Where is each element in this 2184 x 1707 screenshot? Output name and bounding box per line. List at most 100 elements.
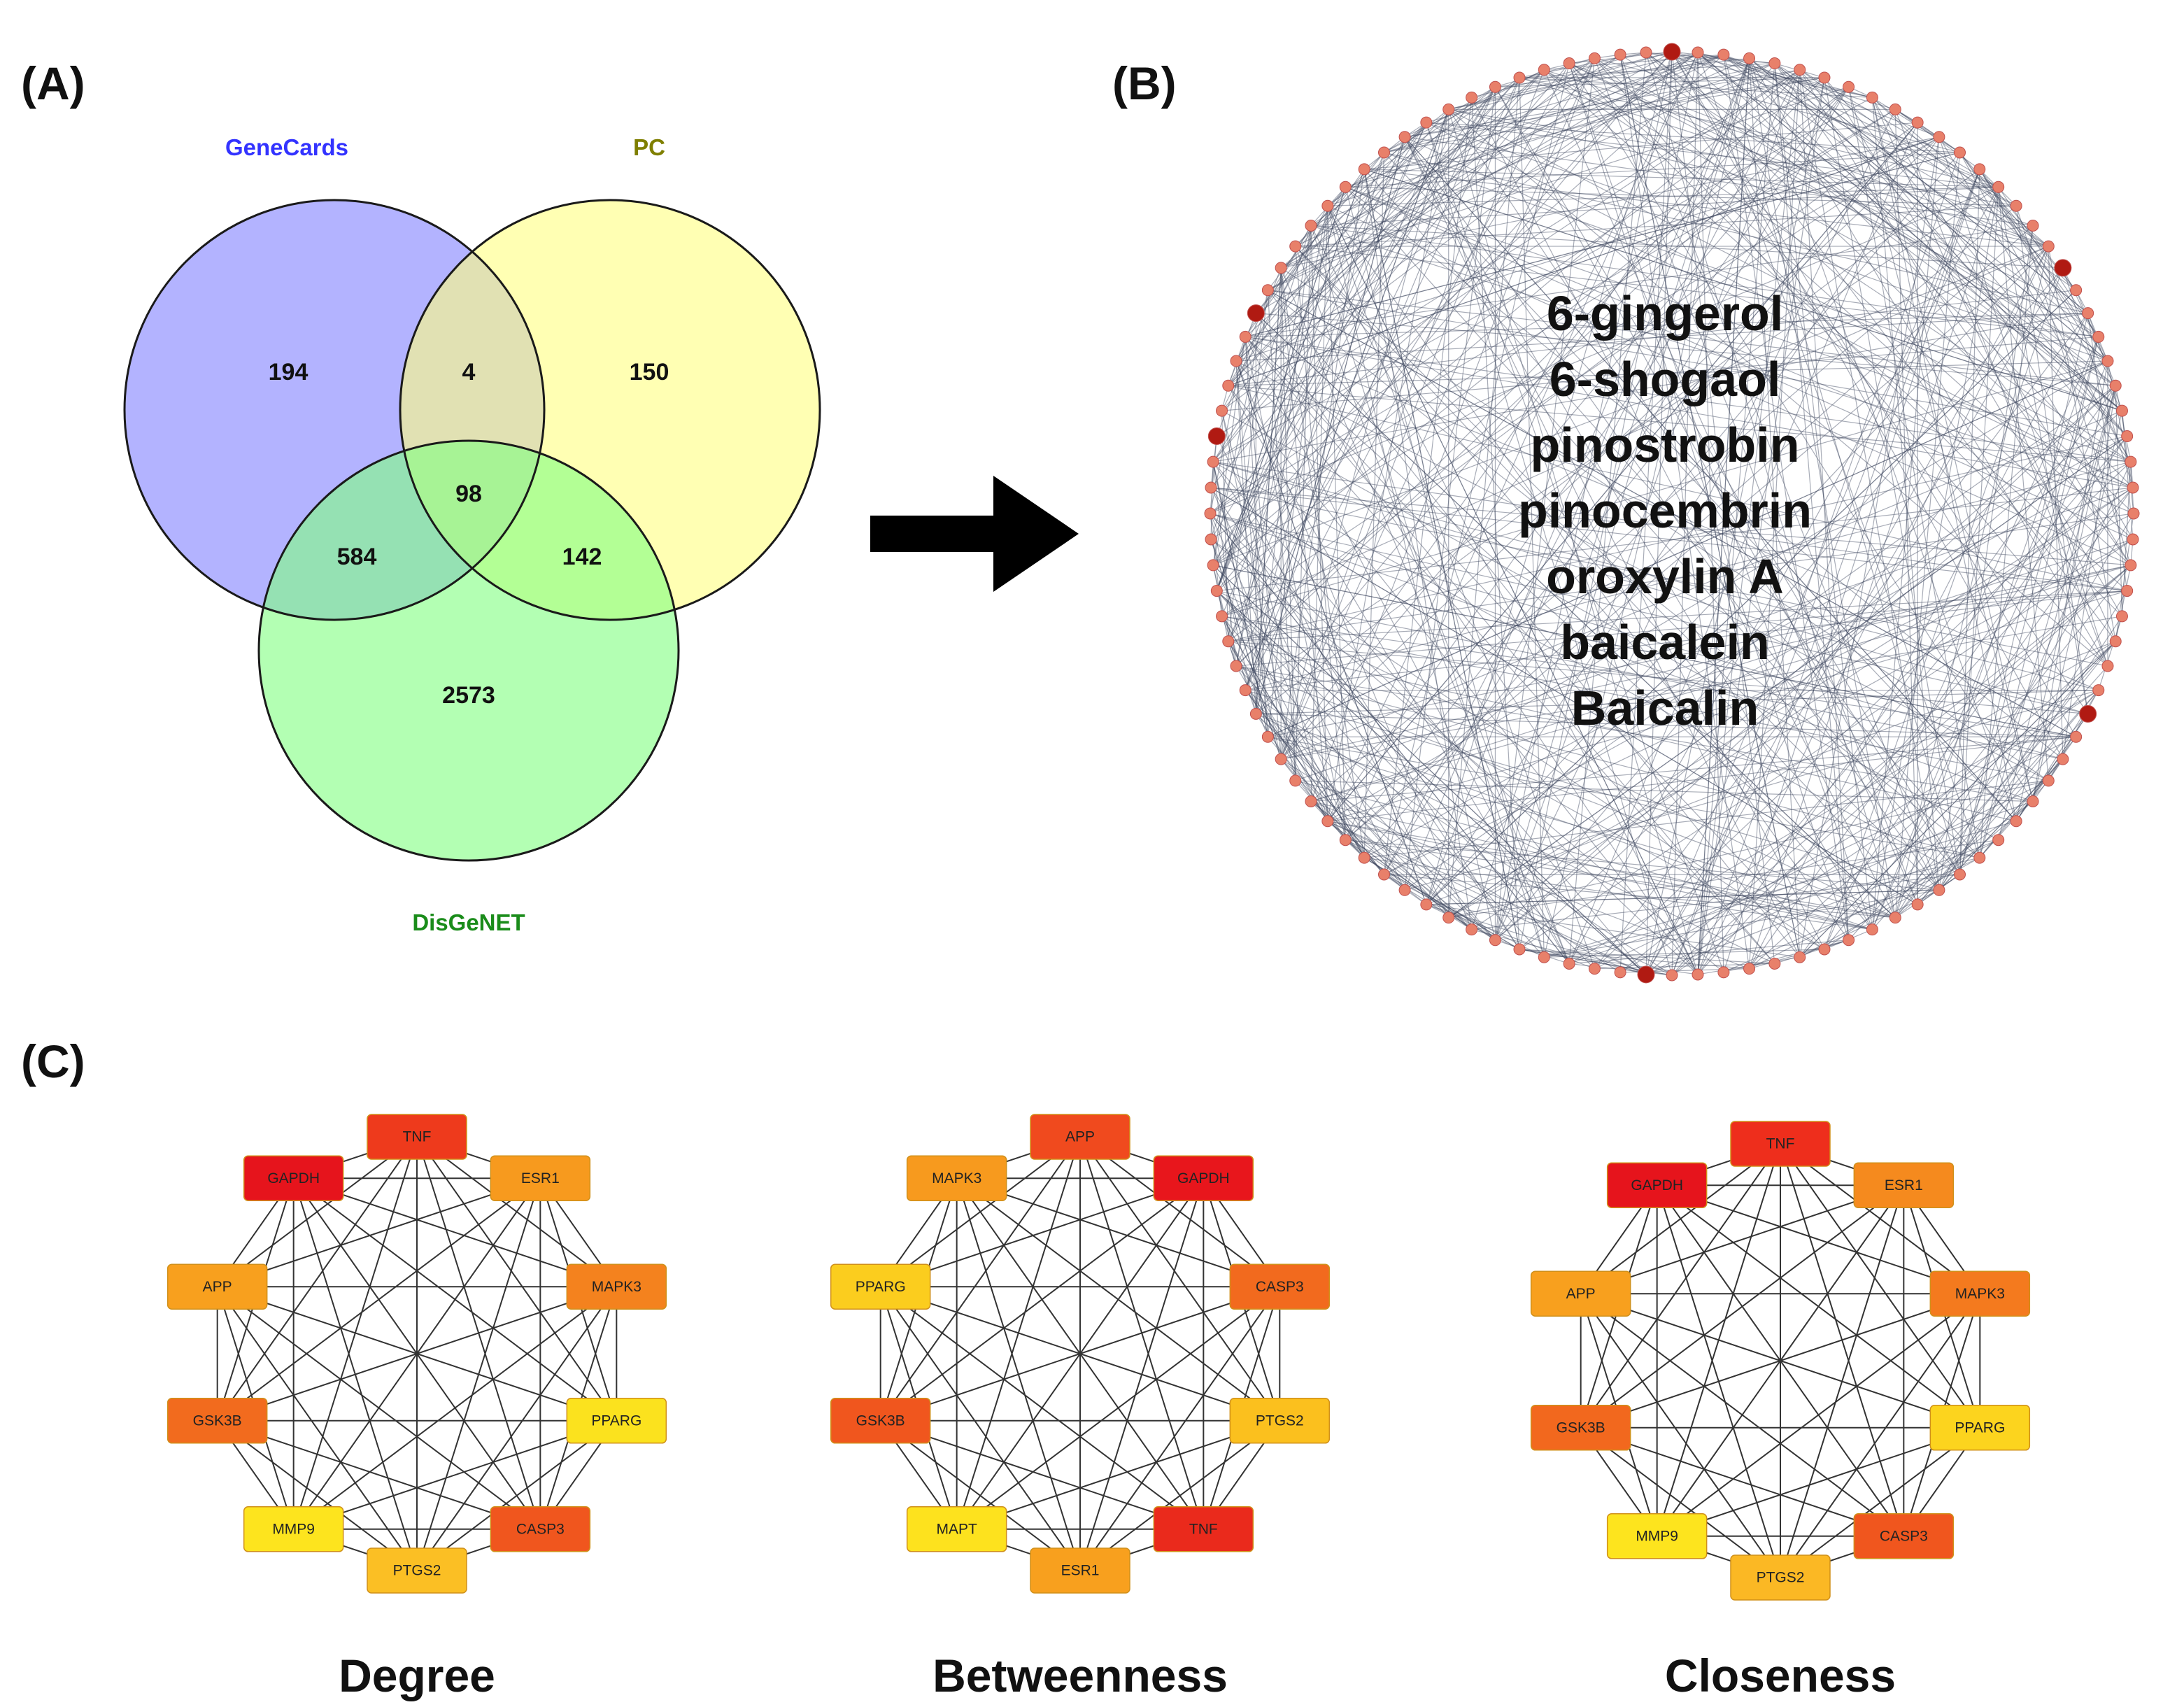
network-edge bbox=[1295, 246, 1918, 905]
network-edge bbox=[1280, 267, 1570, 964]
network-edge bbox=[1245, 225, 2034, 338]
network-edge bbox=[1235, 57, 1595, 362]
network-edge bbox=[1404, 58, 1750, 891]
network-edge bbox=[1268, 51, 1673, 291]
hub-node-casp3: CASP3 bbox=[490, 1506, 591, 1552]
network-edge bbox=[1448, 840, 1999, 919]
network-edge bbox=[1327, 86, 1850, 822]
network-node bbox=[2027, 219, 2039, 232]
network-node bbox=[1973, 851, 1986, 864]
network-node bbox=[2042, 240, 2055, 253]
network-node bbox=[1889, 912, 1901, 924]
network-edge bbox=[1697, 169, 1980, 975]
network-edge bbox=[1221, 616, 1496, 941]
network-edge bbox=[1310, 801, 1473, 930]
network-edge bbox=[1345, 225, 2034, 841]
network-edge bbox=[1228, 77, 1520, 386]
hub-node-esr1: ESR1 bbox=[1030, 1547, 1130, 1594]
network-node bbox=[1247, 304, 1265, 323]
hub-node-label: MAPK3 bbox=[932, 1170, 981, 1187]
network-node bbox=[1866, 91, 1878, 104]
network-edge bbox=[1210, 487, 2131, 566]
network-edge bbox=[1568, 800, 2034, 965]
compound-target-network: 6-gingerol6-shogaolpinostrobinpinocembri… bbox=[1204, 43, 2140, 984]
network-edge bbox=[1495, 385, 2116, 941]
hub-node-label: PPARG bbox=[856, 1279, 906, 1295]
network-edge bbox=[1327, 821, 1472, 930]
hub-edge bbox=[217, 1177, 541, 1288]
network-node bbox=[2127, 533, 2139, 546]
network-edge bbox=[1310, 206, 1328, 802]
network-edge bbox=[1723, 54, 1961, 875]
network-edge bbox=[2015, 206, 2132, 566]
network-node bbox=[1768, 957, 1781, 970]
compound-name: oroxylin A bbox=[1546, 549, 1784, 604]
network-edge bbox=[1749, 436, 2128, 970]
network-edge bbox=[1697, 52, 1896, 110]
hub-node-tnf: TNF bbox=[1730, 1121, 1831, 1167]
network-node bbox=[1692, 968, 1704, 981]
network-node bbox=[1239, 330, 1251, 343]
network-edge bbox=[1824, 565, 2132, 950]
network-edge bbox=[1327, 205, 1699, 975]
hub-edge bbox=[1580, 1184, 1904, 1295]
hub-node-box bbox=[1853, 1162, 1955, 1208]
hub-node-label: APP bbox=[1566, 1286, 1596, 1302]
network-edge bbox=[1594, 57, 2108, 667]
network-edge bbox=[1848, 87, 2034, 802]
network-node bbox=[1207, 427, 1226, 445]
network-edge bbox=[1824, 77, 2128, 437]
network-edge bbox=[1310, 800, 1873, 930]
network-edge bbox=[1255, 225, 1312, 714]
network-edge bbox=[1871, 360, 2108, 930]
hub-edges bbox=[1580, 1143, 1981, 1578]
network-edge bbox=[1245, 313, 2088, 338]
network-edge bbox=[1671, 51, 1999, 187]
network-edge bbox=[1327, 821, 1472, 930]
network-edge bbox=[1210, 513, 2064, 760]
network-edge bbox=[1280, 54, 1621, 269]
network-node bbox=[2010, 815, 2022, 828]
network-edge bbox=[1216, 169, 1365, 591]
network-edge bbox=[1404, 136, 1940, 891]
network-edge bbox=[1327, 122, 1918, 822]
network-edge bbox=[1345, 840, 1939, 891]
network-edge bbox=[1543, 58, 1750, 958]
network-edge bbox=[1848, 87, 1980, 858]
network-edge bbox=[1697, 385, 2116, 975]
network-edge bbox=[1568, 63, 1873, 930]
network-edge bbox=[1774, 63, 2017, 206]
network-edge bbox=[1959, 337, 2099, 875]
network-node bbox=[2101, 660, 2114, 672]
network-node bbox=[1442, 912, 1455, 924]
network-edge bbox=[1235, 360, 1473, 930]
network-edge bbox=[1544, 949, 1825, 958]
network-edge bbox=[2062, 267, 2134, 488]
hub-node-gsk3b: GSK3B bbox=[1530, 1405, 1631, 1451]
network-edge bbox=[1245, 152, 1385, 690]
network-edge bbox=[1245, 69, 1545, 337]
network-edge bbox=[1245, 690, 1449, 919]
network-edge bbox=[1221, 410, 1999, 841]
hub-node-esr1: ESR1 bbox=[490, 1155, 591, 1201]
network-edge bbox=[1697, 77, 1825, 975]
hub-node-box bbox=[1153, 1155, 1254, 1201]
network-edge bbox=[1364, 169, 1999, 187]
network-edge bbox=[1519, 949, 1699, 975]
network-edge bbox=[1519, 77, 2049, 247]
network-edge bbox=[1235, 77, 1520, 667]
network-edge bbox=[1210, 487, 1520, 950]
network-edge bbox=[1295, 246, 1873, 930]
network-edge bbox=[1310, 800, 1750, 970]
network-edge bbox=[1212, 461, 2088, 714]
network-edge bbox=[1697, 52, 2122, 411]
network-edge bbox=[1697, 69, 1801, 975]
network-edge bbox=[1245, 186, 1999, 691]
network-edge bbox=[1235, 360, 2049, 781]
network-edge bbox=[1938, 225, 2034, 891]
hub-node-box bbox=[1530, 1405, 1631, 1451]
venn-circle-disgenet bbox=[259, 441, 679, 860]
network-edge bbox=[1228, 136, 1940, 386]
hub-edge bbox=[292, 1177, 418, 1571]
network-node bbox=[1230, 660, 1242, 672]
